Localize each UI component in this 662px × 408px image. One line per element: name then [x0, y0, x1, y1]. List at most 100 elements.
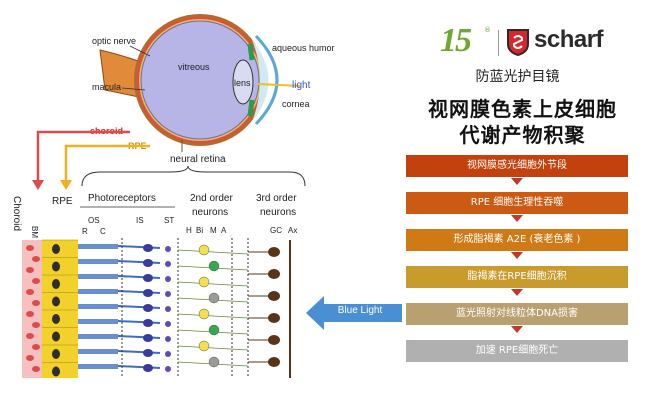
second-order-neurons: [177, 244, 249, 368]
photoreceptor-nucleus: [143, 364, 153, 372]
photoreceptor-nucleus: [143, 259, 153, 267]
choroid-blood-cell: [26, 333, 34, 339]
photoreceptor-nucleus: [143, 334, 153, 342]
light-ray: [257, 83, 301, 87]
ganglion-cell: [268, 291, 280, 301]
photoreceptors-label: Photoreceptors: [88, 193, 156, 204]
choroid-blood-cell: [26, 245, 34, 251]
photoreceptor-stalk: [117, 350, 161, 354]
neural-retina-bracket: [81, 165, 306, 187]
photoreceptor-terminal: [165, 321, 171, 327]
photoreceptor-terminal: [165, 246, 171, 252]
gc-label: GC: [270, 226, 282, 235]
choroid-blood-cell: [26, 267, 34, 273]
vitreous-body: [140, 20, 260, 140]
photoreceptor-outer-segment: [78, 289, 118, 294]
bipolar-cell: [198, 308, 210, 320]
photoreceptor-nucleus: [143, 319, 153, 327]
photoreceptor-terminal: [165, 261, 171, 267]
m-label: M: [210, 226, 217, 235]
lens-label: lens: [234, 78, 251, 88]
step-3: 形成脂褐素 A2E (衰老色素 ): [406, 229, 628, 251]
photoreceptor-stalk: [117, 305, 161, 309]
choroid-blood-cell: [32, 344, 40, 350]
choroid-blood-cell: [32, 300, 40, 306]
c-label: C: [100, 227, 106, 236]
choroid-blood-cell: [26, 289, 34, 295]
neuron-fiber: [177, 313, 249, 319]
photoreceptor-stalk: [117, 365, 161, 369]
rpe-nucleus: [52, 314, 60, 324]
step-arrow-3: [511, 252, 523, 259]
ganglion-cell: [268, 313, 280, 323]
retina-layers: [22, 238, 291, 378]
logo-number: 15: [440, 22, 472, 59]
rpe-nucleus: [52, 331, 60, 342]
rpe-layer: [42, 240, 78, 378]
photoreceptor-outer-segment: [78, 304, 118, 309]
product-subtitle: 防蓝光护目镜: [475, 69, 560, 85]
choroid-layer: [22, 240, 42, 378]
bm-label: BM: [30, 226, 39, 238]
photoreceptor-stalk: [117, 260, 161, 264]
vitreous-label: vitreous: [178, 62, 210, 72]
rpe-nucleus: [52, 244, 60, 254]
cornea-label: cornea: [282, 99, 310, 109]
neural-retina-label: neural retina: [170, 154, 226, 165]
rpe-nucleus: [52, 296, 60, 307]
photoreceptor-outer-segment: [78, 244, 118, 249]
photoreceptor-outer-segment: [78, 274, 118, 279]
rpe-arrow: [64, 144, 150, 182]
optic-nerve-label: optic nerve: [92, 36, 136, 46]
brand-logo: 15 ® scharf: [440, 22, 650, 64]
rpe-arrowhead: [60, 180, 72, 190]
step-1: 视网膜感光细胞外节段: [406, 155, 628, 177]
registered-mark: ®: [484, 26, 491, 34]
macula-pointer: [121, 87, 146, 91]
rpe-section-label: RPE: [52, 196, 73, 207]
photoreceptor-terminal: [165, 336, 171, 342]
ganglion-cell: [268, 247, 280, 257]
step-5: 蓝光照射对线粒体DNA损害: [406, 303, 628, 325]
photoreceptor-nucleus: [143, 244, 153, 252]
step-arrow-4: [511, 289, 523, 296]
is-label: IS: [136, 216, 144, 225]
bipolar-cell: [208, 356, 220, 368]
neuron-fiber: [177, 249, 249, 255]
choroid-blood-cell: [32, 322, 40, 328]
choroid-blood-cell: [32, 278, 40, 284]
ganglion-cell: [268, 335, 280, 345]
a-label: A: [221, 226, 227, 235]
photoreceptor-outer-segment: [78, 334, 118, 339]
choroid-cells: [26, 245, 40, 372]
choroid-blood-cell: [26, 311, 34, 317]
step-arrow-5: [511, 326, 523, 333]
photoreceptor-terminal: [165, 351, 171, 357]
title-line-1: 视网膜色素上皮细胞: [428, 97, 617, 121]
bipolar-cell: [208, 260, 220, 272]
logo-separator: [498, 30, 499, 56]
photoreceptor-terminal: [165, 291, 171, 297]
photoreceptor-terminal: [165, 276, 171, 282]
photoreceptor-outer-segment: [78, 364, 118, 369]
os-label: OS: [88, 216, 100, 225]
aqueous-label: aqueous humor: [272, 43, 335, 53]
photoreceptor-nucleus: [143, 274, 153, 282]
blue-light-label: Blue Light: [337, 305, 383, 316]
choroid-blood-cell: [32, 366, 40, 372]
r-label: R: [82, 227, 88, 236]
choroid-blood-cell: [32, 256, 40, 262]
third-neurons-label: neurons: [260, 207, 296, 218]
ax-label: Ax: [288, 226, 297, 235]
iris: [247, 43, 255, 117]
rpe-nucleus: [52, 261, 60, 272]
step-arrow-2: [511, 215, 523, 222]
aqueous-label-text: aqueous humor: [272, 43, 335, 53]
choroid-arrow: [36, 130, 130, 182]
ganglion-cells: [248, 240, 291, 378]
bi-label: Bi: [196, 226, 203, 235]
step-2: RPE 细胞生理性吞噬: [406, 192, 628, 214]
neuron-fiber: [177, 345, 249, 351]
ganglion-cell: [268, 269, 280, 279]
photoreceptor-outer-segment: [78, 319, 118, 324]
